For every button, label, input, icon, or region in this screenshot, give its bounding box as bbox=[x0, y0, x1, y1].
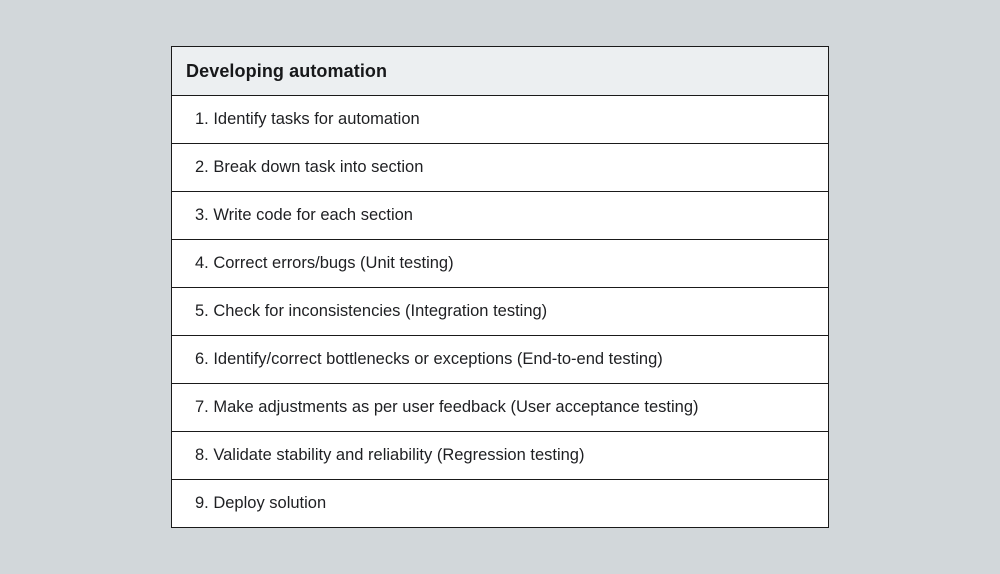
table-row: 3. Write code for each section bbox=[172, 191, 828, 239]
table-title: Developing automation bbox=[172, 47, 828, 95]
table-row: 7. Make adjustments as per user feedback… bbox=[172, 383, 828, 431]
table-row: 4. Correct errors/bugs (Unit testing) bbox=[172, 239, 828, 287]
table-row: 9. Deploy solution bbox=[172, 479, 828, 527]
table-row: 5. Check for inconsistencies (Integratio… bbox=[172, 287, 828, 335]
table-row: 8. Validate stability and reliability (R… bbox=[172, 431, 828, 479]
developing-automation-table: Developing automation 1. Identify tasks … bbox=[171, 46, 829, 528]
table-row: 2. Break down task into section bbox=[172, 143, 828, 191]
table-row: 1. Identify tasks for automation bbox=[172, 95, 828, 143]
table-row: 6. Identify/correct bottlenecks or excep… bbox=[172, 335, 828, 383]
